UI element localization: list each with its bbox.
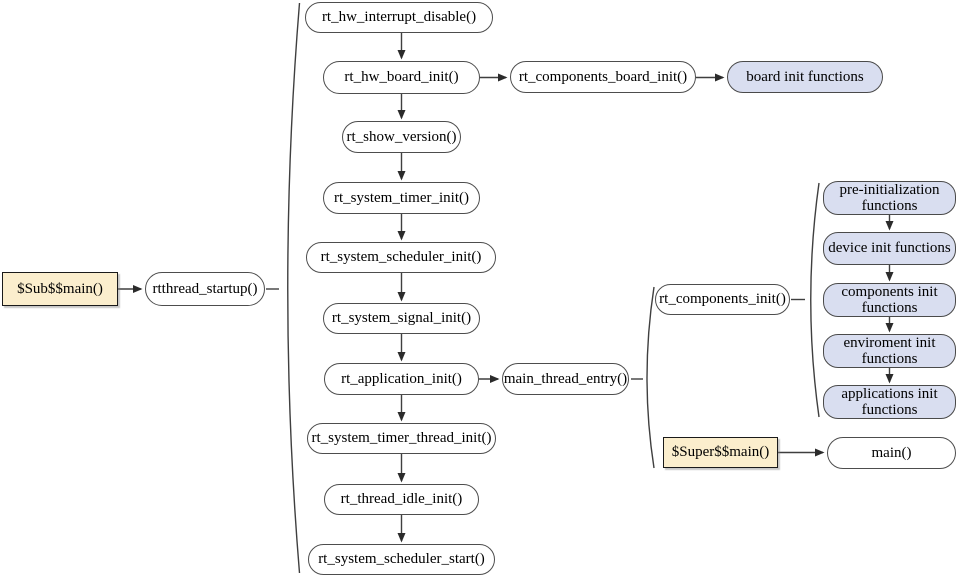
- node-main-thread-entry: main_thread_entry(): [502, 363, 629, 395]
- node-rt-system-scheduler-init: rt_system_scheduler_init(): [306, 242, 496, 273]
- node-board-init-functions: board init functions: [727, 61, 883, 93]
- node-label: rt_hw_board_init(): [344, 69, 459, 86]
- node-label: rt_system_timer_thread_init(): [311, 430, 492, 447]
- node-label-line1: enviroment init: [843, 334, 936, 351]
- node-label: main_thread_entry(): [503, 370, 628, 387]
- node-label: board init functions: [746, 68, 864, 85]
- node-label: rt_system_scheduler_start(): [318, 551, 485, 568]
- node-device-init-functions: device init functions: [823, 232, 956, 265]
- node-label-line2: functions: [861, 198, 918, 214]
- node-label: rt_system_signal_init(): [331, 310, 472, 327]
- node-rt-system-scheduler-start: rt_system_scheduler_start(): [308, 544, 495, 575]
- node-label: $Super$$main(): [671, 444, 770, 461]
- brace-rt-components-init: [810, 182, 820, 418]
- node-rt-components-init: rt_components_init(): [655, 284, 790, 315]
- node-sub-main: $Sub$$main(): [2, 272, 118, 306]
- node-rt-application-init: rt_application_init(): [324, 363, 479, 395]
- node-label-line1: components init: [841, 283, 938, 300]
- node-rt-system-timer-thread-init: rt_system_timer_thread_init(): [307, 423, 496, 454]
- node-rt-system-timer-init: rt_system_timer_init(): [323, 182, 480, 214]
- node-rt-hw-interrupt-disable: rt_hw_interrupt_disable(): [305, 2, 493, 33]
- node-super-main: $Super$$main(): [663, 437, 778, 468]
- node-label: rt_show_version(): [346, 128, 457, 145]
- node-rt-show-version: rt_show_version(): [342, 121, 461, 153]
- flow-arrows: [118, 33, 894, 543]
- node-rt-system-signal-init: rt_system_signal_init(): [323, 303, 480, 334]
- node-label: rt_system_scheduler_init(): [320, 249, 482, 266]
- node-label: rtthread_startup(): [152, 280, 258, 297]
- node-rt-components-board-init: rt_components_board_init(): [510, 61, 696, 93]
- node-applications-init-functions: applications init functions: [823, 385, 956, 419]
- node-enviroment-init-functions: enviroment init functions: [823, 334, 956, 368]
- node-label: rt_components_init(): [659, 291, 786, 308]
- node-label-line2: functions: [861, 402, 918, 418]
- node-label: main(): [871, 444, 912, 461]
- node-main: main(): [827, 437, 956, 469]
- node-components-init-functions: components init functions: [823, 283, 956, 317]
- node-label: rt_thread_idle_init(): [340, 491, 463, 508]
- node-label: rt_system_timer_init(): [334, 189, 469, 206]
- brace-rtthread-startup: [287, 2, 301, 574]
- node-rt-hw-board-init: rt_hw_board_init(): [323, 61, 480, 94]
- node-label-line2: functions: [861, 300, 918, 316]
- node-label: rt_application_init(): [341, 370, 462, 387]
- brace-connectors: [266, 2, 820, 574]
- node-label-line1: pre-initialization: [839, 181, 940, 198]
- node-label: device init functions: [828, 240, 951, 257]
- brace-main-thread-entry: [646, 286, 655, 469]
- node-label-line1: applications init: [841, 385, 938, 402]
- node-label: rt_hw_interrupt_disable(): [321, 9, 477, 26]
- node-rtthread-startup: rtthread_startup(): [145, 272, 265, 306]
- node-rt-thread-idle-init: rt_thread_idle_init(): [324, 484, 479, 515]
- node-label-line2: functions: [861, 351, 918, 367]
- node-pre-initialization-functions: pre-initialization functions: [823, 181, 956, 215]
- node-label: rt_components_board_init(): [518, 68, 688, 85]
- node-label: $Sub$$main(): [17, 280, 103, 297]
